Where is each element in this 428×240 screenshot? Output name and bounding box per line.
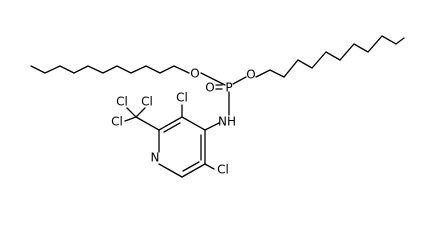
- ring-double-c3-c2: [163, 122, 181, 133]
- ring-bond-c4-c3: [181, 116, 206, 131]
- bond-ccl3-cl-top-right: [135, 107, 146, 118]
- ring-bond-c6-c5: [181, 163, 206, 178]
- ester-oxygen-left-label: O: [190, 67, 199, 81]
- bond-lines: [30, 35, 405, 178]
- ring-double-c6-c5: [182, 161, 200, 172]
- ccl3-chlorine-top-left-label: Cl: [116, 95, 128, 109]
- bond-nh-ring: [204, 122, 220, 131]
- bond-c5-cl: [204, 163, 215, 170]
- bond-o-p-left: [200, 72, 226, 86]
- phosphorus-label: P: [225, 81, 232, 95]
- bond-ccl3-cl-top-left: [126, 107, 137, 118]
- bond-c2-ccl3: [135, 116, 160, 131]
- phosphoryl-oxygen-label: O: [205, 81, 214, 95]
- bond-ccl3-cl-left: [124, 116, 137, 122]
- ring-nitrogen-label: N: [151, 151, 160, 165]
- left-decyl-chain: [30, 65, 190, 74]
- ccl3-chlorine-left-label: Cl: [111, 115, 123, 129]
- ring-bond-c3-c2: [158, 116, 183, 131]
- ring-bond-n1-c6: [158, 163, 183, 178]
- right-decyl-chain: [255, 35, 405, 78]
- chemical-structure-diagram: O P O O NH Cl Cl N Cl Cl Cl: [30, 35, 405, 178]
- ccl3-chlorine-top-right-label: Cl: [141, 95, 153, 109]
- amine-nh-label: NH: [218, 115, 236, 129]
- ring-chlorine-lower-label: Cl: [217, 163, 229, 177]
- bond-p-o-right: [232, 76, 247, 85]
- atom-labels: O P O O NH Cl Cl N Cl Cl Cl: [111, 67, 256, 177]
- ester-oxygen-right-label: O: [246, 68, 255, 82]
- ring-chlorine-upper-label: Cl: [176, 91, 188, 105]
